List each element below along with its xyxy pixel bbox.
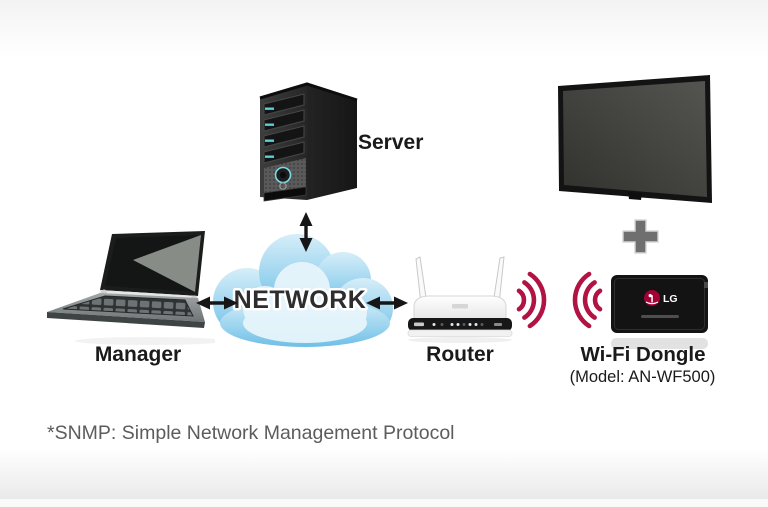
plus-shape	[622, 219, 659, 254]
router-leds	[414, 322, 502, 327]
network-label: NETWORK	[234, 286, 367, 314]
dongle-label: Wi-Fi Dongle	[580, 343, 706, 366]
network-cloud-icon: NETWORK	[213, 234, 393, 347]
laptop-shadow	[75, 337, 215, 345]
top-gradient	[0, 0, 768, 58]
dongle-caption-line	[641, 315, 679, 318]
bottom-strip	[0, 499, 768, 507]
server-handle	[279, 182, 287, 190]
laptop-screen-reflection	[133, 235, 201, 292]
cloud-inner	[243, 262, 367, 343]
server-icon	[259, 82, 358, 202]
server-top-edge	[259, 82, 358, 102]
plus-icon	[622, 219, 659, 254]
tv-stand	[628, 192, 642, 200]
server-label: Server	[358, 131, 424, 154]
dongle-inner-border	[614, 278, 705, 330]
laptop-front-edge	[47, 312, 205, 328]
wifi-dongle-icon: LG	[611, 275, 708, 349]
router-logo	[452, 304, 468, 309]
wifi-signal-left-icon	[572, 271, 603, 329]
server-slot	[263, 186, 307, 202]
snmp-footnote: *SNMP: Simple Network Management Protoco…	[47, 422, 455, 444]
lg-logo-text: LG	[663, 293, 678, 305]
tv-screen	[563, 81, 707, 197]
server-knob-center	[280, 172, 286, 178]
server-side	[307, 84, 357, 200]
dongle-connector	[704, 282, 708, 288]
wifi-signal-right-icon	[516, 271, 547, 329]
router-base	[407, 329, 513, 337]
dongle-model-label: (Model: AN-WF500)	[569, 368, 716, 386]
laptop-keyboard	[62, 295, 194, 317]
manager-label: Manager	[94, 343, 182, 366]
server-drive-bays	[263, 93, 305, 164]
tv-display-icon	[558, 75, 712, 203]
router-label: Router	[426, 343, 494, 366]
dongle-reflection	[611, 338, 708, 349]
server-led	[265, 107, 274, 110]
server-led	[265, 155, 274, 158]
router-icon	[407, 256, 513, 343]
server-led	[265, 139, 274, 142]
router-front-panel	[408, 318, 512, 331]
lg-logo: LG	[644, 290, 678, 306]
bottom-gradient	[0, 449, 768, 500]
laptop-icon	[47, 231, 215, 345]
dongle-body	[611, 275, 708, 333]
router-shadow	[408, 337, 512, 343]
server-led	[265, 123, 274, 126]
